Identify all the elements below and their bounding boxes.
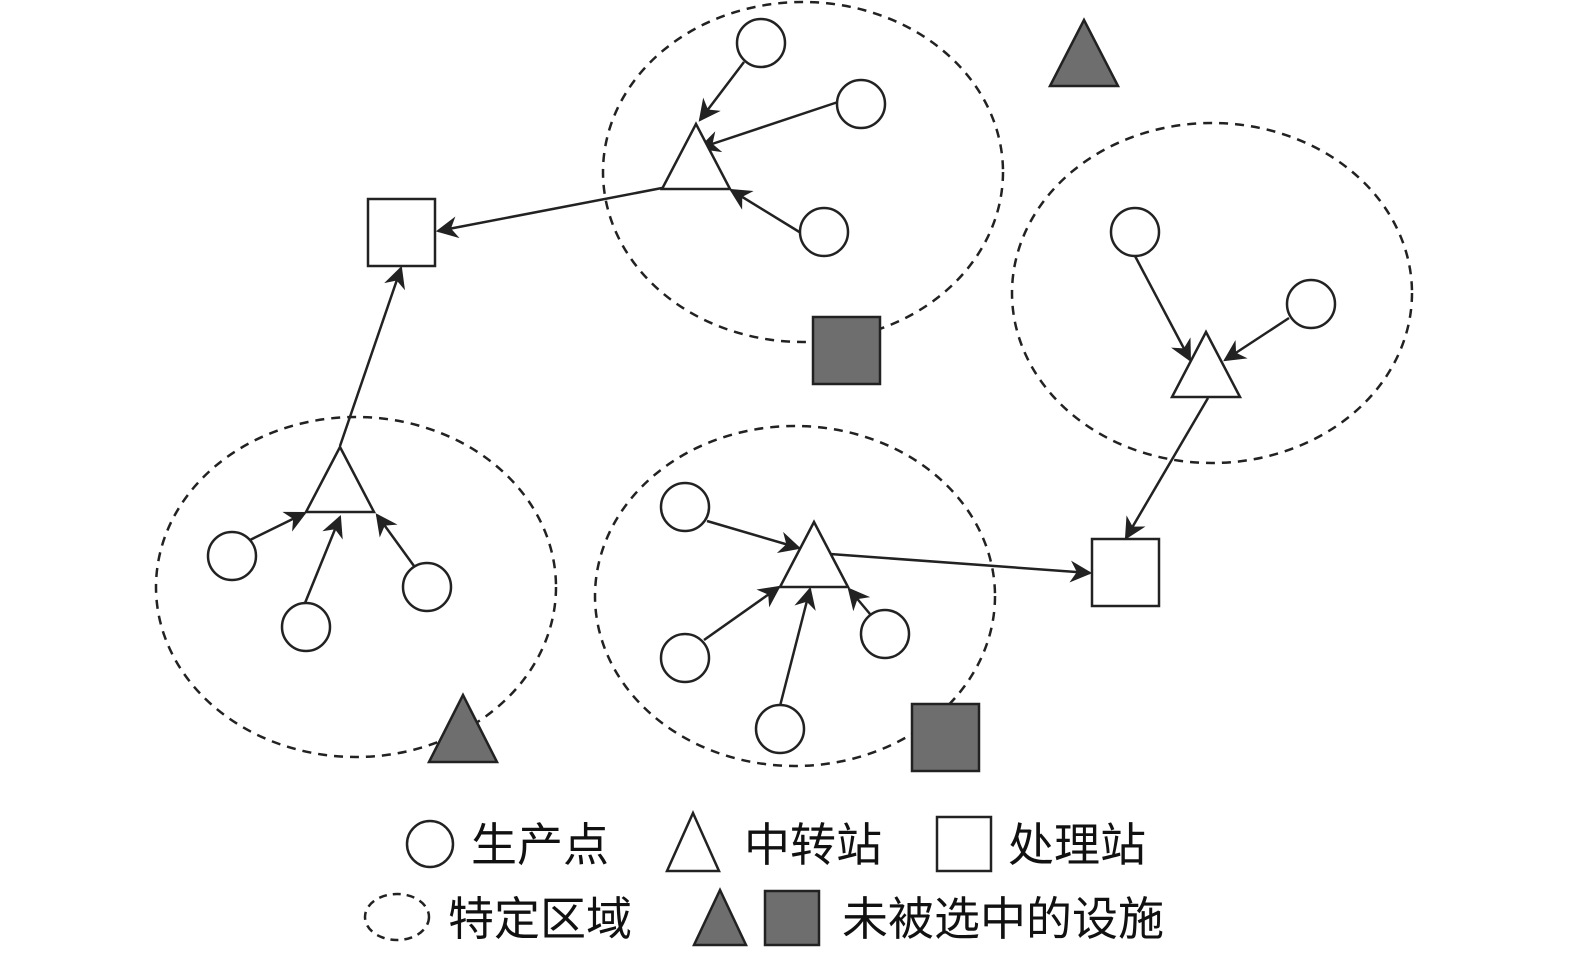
arrow-bottom-3 [778, 586, 816, 707]
production-point [859, 608, 911, 660]
transfer-station [659, 121, 733, 191]
arrow-bottom-1 [706, 519, 802, 553]
transfer-station [303, 444, 377, 514]
production-point [280, 601, 332, 653]
production-point [206, 530, 258, 582]
region-right [1010, 121, 1414, 465]
legend: 生产点 中转站 处理站 特定区域 未被选中的设施 [363, 809, 1164, 947]
unselected-transfer-station [1047, 17, 1121, 88]
legend-gray-triangle-icon [692, 887, 748, 947]
processing-stations [366, 197, 1161, 608]
region-top [601, 0, 1005, 344]
legend-label-production-point: 生产点 [471, 818, 609, 872]
production-point [659, 632, 711, 684]
legend-label-unselected-facilities: 未被选中的设施 [842, 892, 1164, 946]
transfer-station [1169, 329, 1243, 399]
arrow-bottom-4 [847, 587, 871, 615]
arrow-left-to-processing [338, 265, 405, 447]
legend-label-transfer-station: 中转站 [744, 818, 882, 872]
arrow-left-2 [303, 514, 343, 604]
legend-dashed-ellipse-icon [363, 892, 431, 942]
arrow-left-3 [375, 513, 416, 567]
unselected-processing-station [910, 702, 981, 773]
production-point [659, 481, 711, 533]
arrow-top-to-processing [435, 186, 663, 239]
region-bottom [593, 424, 997, 768]
production-point [1285, 278, 1337, 330]
region-left [154, 415, 558, 759]
production-points [206, 17, 1337, 755]
arrow-top-2 [697, 100, 839, 153]
regions [154, 0, 1414, 768]
arrow-top-3 [729, 188, 802, 235]
legend-label-processing-station: 处理站 [1008, 818, 1146, 872]
processing-station [1090, 537, 1161, 608]
arrow-bottom-2 [703, 585, 781, 642]
arrow-bottom-to-processing [829, 552, 1093, 583]
legend-triangle-icon [665, 809, 721, 873]
unselected-processing-station [811, 315, 882, 386]
arrow-right-to-processing [1124, 397, 1210, 540]
arrow-top-1 [698, 61, 745, 122]
legend-square-icon [935, 815, 993, 873]
arrow-left-1 [249, 511, 307, 542]
unselected-facilities [426, 17, 1121, 773]
production-point [735, 17, 787, 69]
legend-circle-icon [405, 819, 455, 869]
unselected-transfer-station [426, 692, 500, 764]
processing-station [366, 197, 437, 268]
arrow-right-1 [1133, 255, 1192, 362]
production-point [835, 78, 887, 130]
legend-label-specific-region: 特定区域 [448, 892, 632, 946]
transfer-stations [303, 121, 1243, 589]
production-point [754, 703, 806, 755]
production-point [798, 206, 850, 258]
flow-arrows [249, 61, 1290, 707]
transfer-station [777, 519, 851, 589]
production-point [401, 561, 453, 613]
arrow-right-2 [1223, 316, 1290, 362]
production-point [1109, 206, 1161, 258]
legend-gray-square-icon [763, 889, 821, 947]
